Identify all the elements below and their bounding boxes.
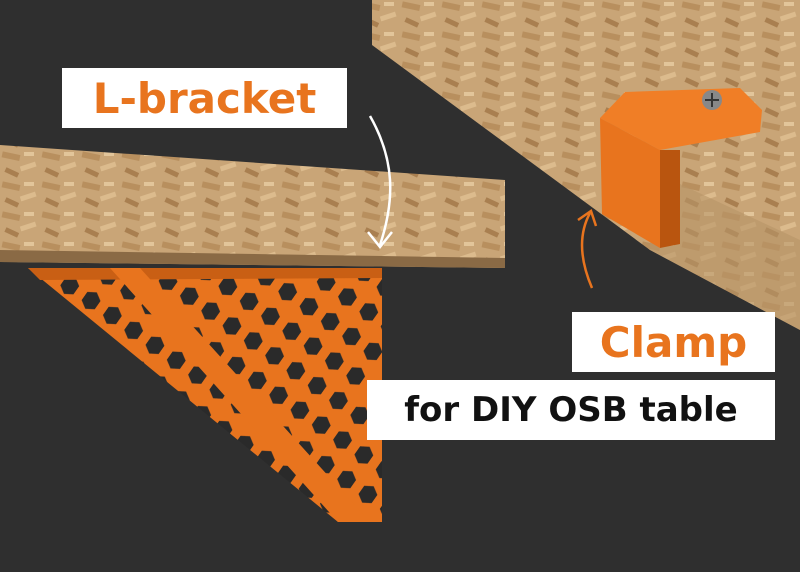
clamp — [600, 88, 762, 248]
arrow-to-clamp-icon — [580, 212, 594, 289]
osb-shelf — [0, 145, 505, 268]
l-bracket-label: L-bracket — [62, 68, 347, 128]
subtitle-text: for DIY OSB table — [404, 390, 738, 430]
clamp-label-text: Clamp — [599, 317, 748, 367]
subtitle-label: for DIY OSB table — [367, 380, 775, 440]
clamp-label: Clamp — [572, 312, 775, 372]
l-bracket-label-text: L-bracket — [92, 73, 317, 123]
arrow-to-bracket-icon — [368, 115, 392, 246]
osb-tabletop-edge — [650, 170, 800, 330]
